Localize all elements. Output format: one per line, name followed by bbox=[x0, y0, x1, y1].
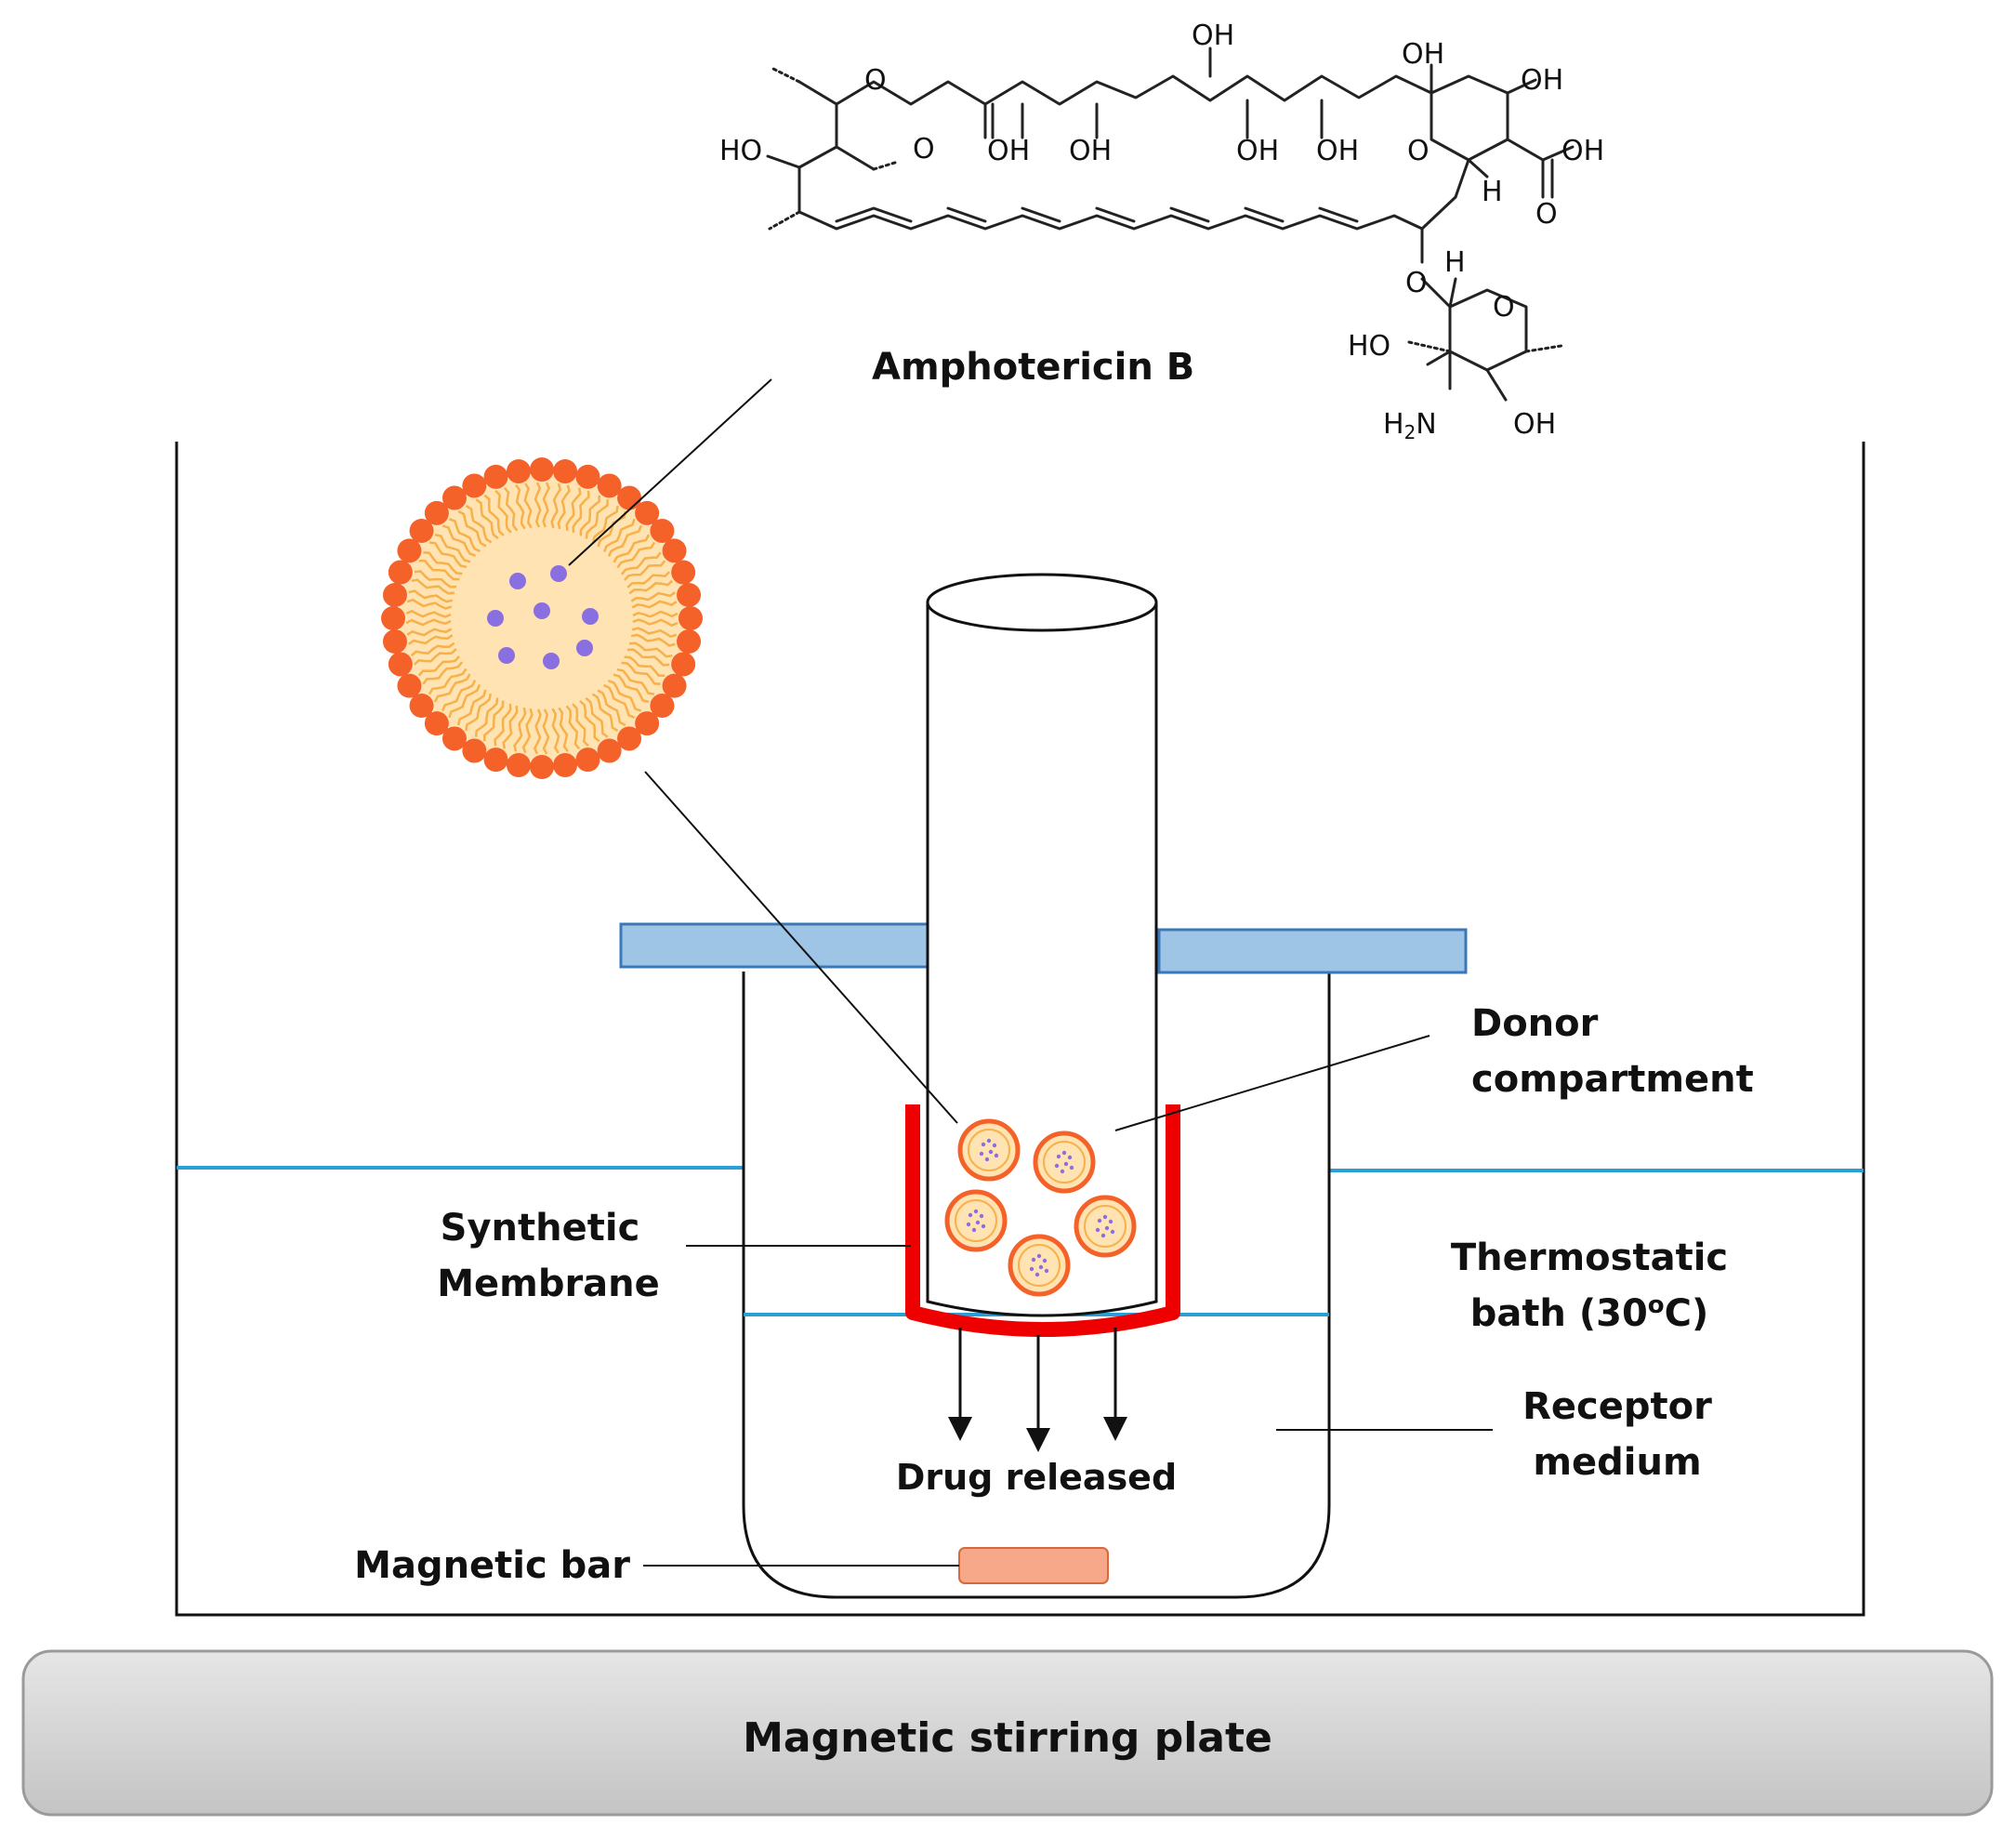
molecule-name: Amphotericin B bbox=[872, 346, 1194, 389]
thermostatic-bath bbox=[175, 442, 1865, 1617]
lipid-heads bbox=[381, 457, 703, 779]
holder-plate-right bbox=[1157, 928, 1468, 974]
o-label: O bbox=[913, 133, 935, 165]
h-label: H bbox=[1482, 176, 1503, 208]
leader-donor bbox=[1114, 1035, 1430, 1131]
leader-liposome bbox=[644, 771, 958, 1124]
synthetic-membrane bbox=[905, 1104, 1180, 1337]
magnetic-bar bbox=[958, 1547, 1109, 1584]
membrane-label-line1: Synthetic bbox=[441, 1207, 640, 1250]
bath-label-line2: bath (30oC) bbox=[1470, 1291, 1709, 1335]
oh-label: OH bbox=[1236, 135, 1279, 167]
liposomes-in-donor bbox=[944, 1118, 1137, 1297]
amphotericin-b-structure: OH OH OH O O HO OH OH OH OH O H OH O O H… bbox=[719, 20, 1604, 443]
liposome-small bbox=[944, 1189, 1008, 1252]
donor-tube-opening bbox=[926, 573, 1158, 632]
oh-label: OH bbox=[987, 135, 1030, 167]
donor-label-line2: compartment bbox=[1471, 1058, 1754, 1101]
ho-label: HO bbox=[719, 135, 762, 167]
liposome-small bbox=[1033, 1131, 1096, 1194]
o-label: O bbox=[1407, 135, 1430, 167]
leader-drug bbox=[568, 378, 772, 566]
o-label: O bbox=[1493, 291, 1515, 324]
liposome-small bbox=[1074, 1195, 1137, 1258]
drug-release-arrows bbox=[948, 1328, 1127, 1452]
ho-label: HO bbox=[1348, 330, 1390, 363]
receptor-label-line1: Receptor bbox=[1522, 1385, 1712, 1428]
donor-label-line1: Donor bbox=[1471, 1002, 1599, 1045]
receptor-label-line2: medium bbox=[1533, 1441, 1701, 1484]
h-label: H bbox=[1444, 246, 1466, 279]
bath-label-line1: Thermostatic bbox=[1451, 1236, 1728, 1279]
magnetic-bar-label: Magnetic bar bbox=[354, 1544, 630, 1587]
drug-released-label: Drug released bbox=[896, 1457, 1177, 1498]
liposome-small bbox=[1008, 1234, 1071, 1297]
membrane-label-line2: Membrane bbox=[437, 1263, 660, 1305]
stirring-plate-label: Magnetic stirring plate bbox=[743, 1714, 1272, 1762]
o-label: O bbox=[1405, 267, 1428, 299]
oh-label: OH bbox=[1521, 64, 1563, 97]
liposome-large bbox=[381, 457, 703, 779]
oh-label: OH bbox=[1402, 38, 1444, 71]
liposome-small bbox=[957, 1118, 1021, 1182]
o-label: O bbox=[864, 64, 887, 97]
holder-plate-left bbox=[619, 922, 931, 969]
magnetic-stirring-plate bbox=[21, 1649, 1994, 1817]
oh-label: OH bbox=[1513, 408, 1556, 441]
oh-label: OH bbox=[1316, 135, 1359, 167]
o-label: O bbox=[1535, 198, 1558, 231]
oh-label: OH bbox=[1192, 20, 1234, 52]
h2n-label: H2N bbox=[1383, 408, 1437, 443]
lipid-tails bbox=[405, 482, 679, 755]
encapsulated-drug bbox=[487, 565, 599, 669]
oh-label: OH bbox=[1561, 135, 1604, 167]
oh-label: OH bbox=[1069, 135, 1112, 167]
